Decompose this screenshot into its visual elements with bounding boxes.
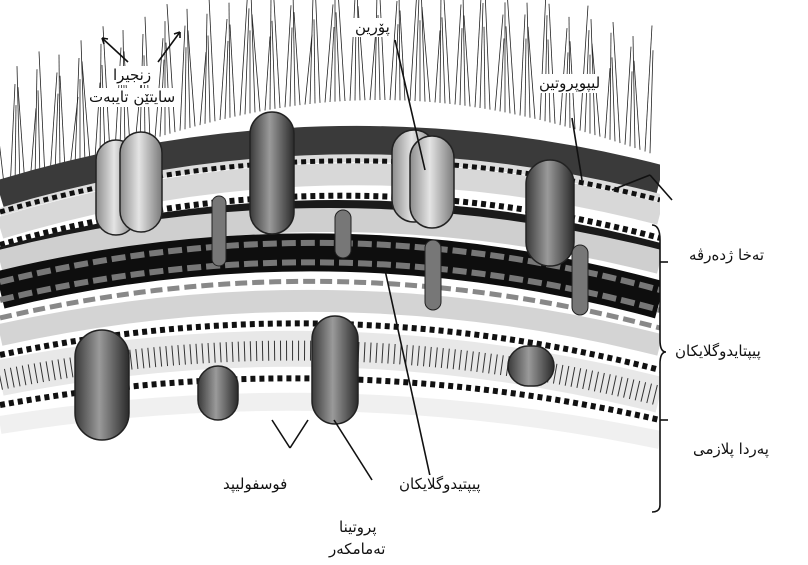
- lps-chain: [17, 66, 20, 187]
- lps-chain: [525, 39, 526, 117]
- lps-chain: [435, 30, 440, 102]
- lps-chain: [55, 94, 58, 174]
- lps-chain: [315, 0, 320, 103]
- lps-chain: [440, 0, 441, 103]
- label-specific-chains-line2: سایتێن تایبەت: [86, 88, 178, 107]
- lps-chain: [230, 25, 235, 117]
- label-porin: پۆرین: [352, 18, 393, 37]
- lps-chain: [185, 47, 186, 129]
- lps-chain: [633, 36, 635, 148]
- label-specific-chains-line1: زنجیرا: [110, 66, 154, 85]
- label-peptidoglycan-layer: پیپتایدوگلایکان: [672, 342, 764, 361]
- lps-chain: [610, 33, 611, 140]
- lps-chain: [605, 68, 610, 138]
- lps-chain: [225, 41, 228, 119]
- lps-chain: [290, 27, 292, 106]
- lps-chain: [314, 19, 315, 103]
- lps-chain: [60, 76, 65, 170]
- lps-chain: [630, 71, 632, 146]
- lps-chain: [205, 14, 207, 124]
- lps-chain: [220, 19, 227, 120]
- label-outer-membrane: تەخا ژدەرڤە: [686, 246, 767, 265]
- lps-chain: [350, 0, 355, 101]
- lps-chain: [443, 0, 450, 104]
- lps-chain: [229, 3, 230, 118]
- label-plasma-membrane: پەردا پلازمی: [690, 440, 772, 459]
- lps-chain: [506, 26, 510, 113]
- lps-chain: [180, 26, 185, 131]
- lps-chain: [442, 17, 445, 103]
- lps-chain: [484, 27, 485, 109]
- lps-chain: [50, 73, 57, 176]
- lps-chain: [475, 0, 482, 107]
- lps-chain: [265, 37, 270, 111]
- lps-chain: [612, 57, 615, 141]
- lps-chain: [507, 0, 515, 114]
- lps-chain: [251, 0, 255, 112]
- lps-chain: [500, 38, 504, 111]
- lps-chain: [337, 0, 345, 101]
- lps-chain: [375, 0, 377, 100]
- lps-chain: [272, 21, 275, 109]
- lps-chain: [75, 58, 79, 166]
- lps-chain: [167, 4, 175, 132]
- lps-chain: [81, 40, 85, 162]
- lps-chain: [527, 3, 530, 118]
- lps-chain: [395, 24, 398, 100]
- lps-chain: [270, 0, 271, 110]
- label-peptidoglycan: پیپتیدوگلایکان: [396, 475, 484, 494]
- lps-chain: [35, 69, 37, 181]
- lps-chain: [59, 55, 60, 172]
- lps-chain: [102, 65, 105, 155]
- lps-chain: [545, 15, 547, 121]
- lps-chain: [187, 9, 190, 128]
- lps-chain: [325, 4, 333, 102]
- lps-chain: [580, 6, 588, 131]
- lps-chain: [10, 84, 15, 191]
- lps-chain: [38, 90, 40, 179]
- lps-chain: [485, 0, 490, 110]
- label-phospholipid: فوسفولیپد: [220, 475, 290, 494]
- label-membrane-protein-line1: پروتینا: [336, 518, 380, 537]
- lps-chain: [400, 11, 405, 101]
- lps-chain: [336, 12, 340, 101]
- lps-chain: [495, 15, 503, 111]
- lps-chain: [569, 17, 570, 128]
- lps-chain: [460, 28, 462, 105]
- lps-chain: [399, 0, 400, 100]
- lps-chain: [480, 3, 483, 108]
- lps-chain: [208, 36, 210, 123]
- lps-chain: [650, 50, 653, 153]
- lps-chain: [520, 14, 525, 115]
- label-lipoprotein: لیپوپروتین: [536, 74, 603, 93]
- label-membrane-protein-line2: تەمامکەر: [326, 540, 388, 559]
